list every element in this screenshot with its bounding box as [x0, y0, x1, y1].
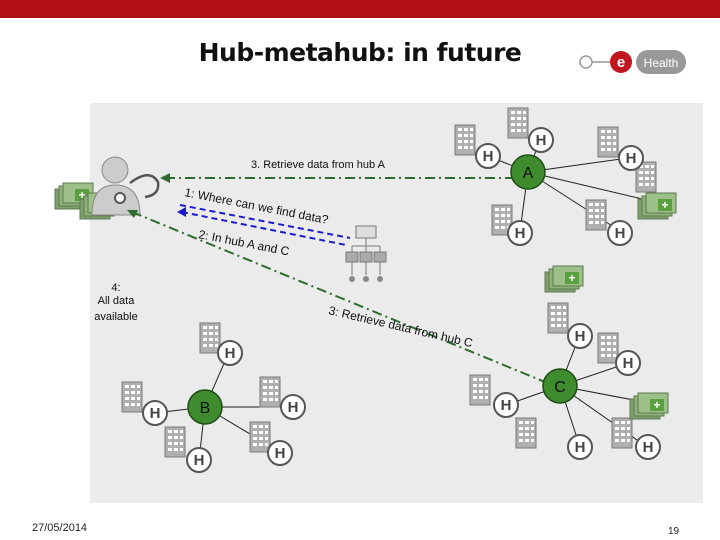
hub-a-label: A	[523, 165, 534, 182]
svg-text:H: H	[288, 399, 299, 416]
svg-text:All data: All data	[98, 295, 136, 307]
svg-text:H: H	[615, 225, 626, 242]
slide-title: Hub-metahub: in future	[198, 38, 522, 67]
step3-hub-a-label: 3. Retrieve data from hub A	[251, 159, 386, 171]
logo-word: Health	[644, 56, 679, 70]
svg-text:4:: 4:	[111, 282, 120, 294]
hub-b-label: B	[200, 400, 211, 417]
page-number: 19	[668, 526, 680, 537]
svg-text:H: H	[515, 225, 526, 242]
svg-text:H: H	[575, 328, 586, 345]
hospital-h-labels: H H H H H H H H H H H H H H H	[150, 132, 654, 469]
ehealth-logo: e Health	[579, 50, 686, 74]
svg-text:H: H	[623, 355, 634, 372]
patient-record-folders	[54, 182, 677, 420]
svg-text:available: available	[94, 311, 137, 323]
svg-text:H: H	[194, 452, 205, 469]
retrieve-hub-c-arrow	[131, 211, 546, 383]
svg-text:H: H	[626, 150, 637, 167]
svg-text:H: H	[483, 148, 494, 165]
query-arrow	[179, 204, 351, 239]
step4-label: 4: All data available	[94, 282, 137, 323]
logo-letter: e	[617, 54, 625, 71]
metahub-directory-icon	[345, 225, 387, 282]
svg-text:H: H	[225, 345, 236, 362]
hospital-h-icons	[142, 127, 661, 473]
top-brand-bar	[0, 0, 720, 18]
svg-text:H: H	[501, 397, 512, 414]
hub-c-label: C	[554, 379, 566, 396]
footer-date: 27/05/2014	[32, 522, 88, 534]
svg-text:H: H	[150, 405, 161, 422]
answer-arrow	[181, 211, 347, 246]
step1-label: 1: Where can we find data?	[183, 185, 329, 227]
step3-hub-c-label: 3: Retrieve data from hub C	[327, 303, 474, 350]
svg-text:H: H	[575, 439, 586, 456]
hub-b: B	[187, 389, 223, 425]
diagram-panel	[90, 103, 703, 503]
svg-text:H: H	[536, 132, 547, 149]
svg-text:H: H	[643, 439, 654, 456]
message-arrows	[127, 173, 546, 383]
hub-c: C	[542, 368, 578, 404]
doctor-icon	[91, 156, 160, 216]
hub-a: A	[510, 154, 546, 190]
svg-text:H: H	[275, 445, 286, 462]
step2-label: 2: In hub A and C	[197, 227, 290, 258]
